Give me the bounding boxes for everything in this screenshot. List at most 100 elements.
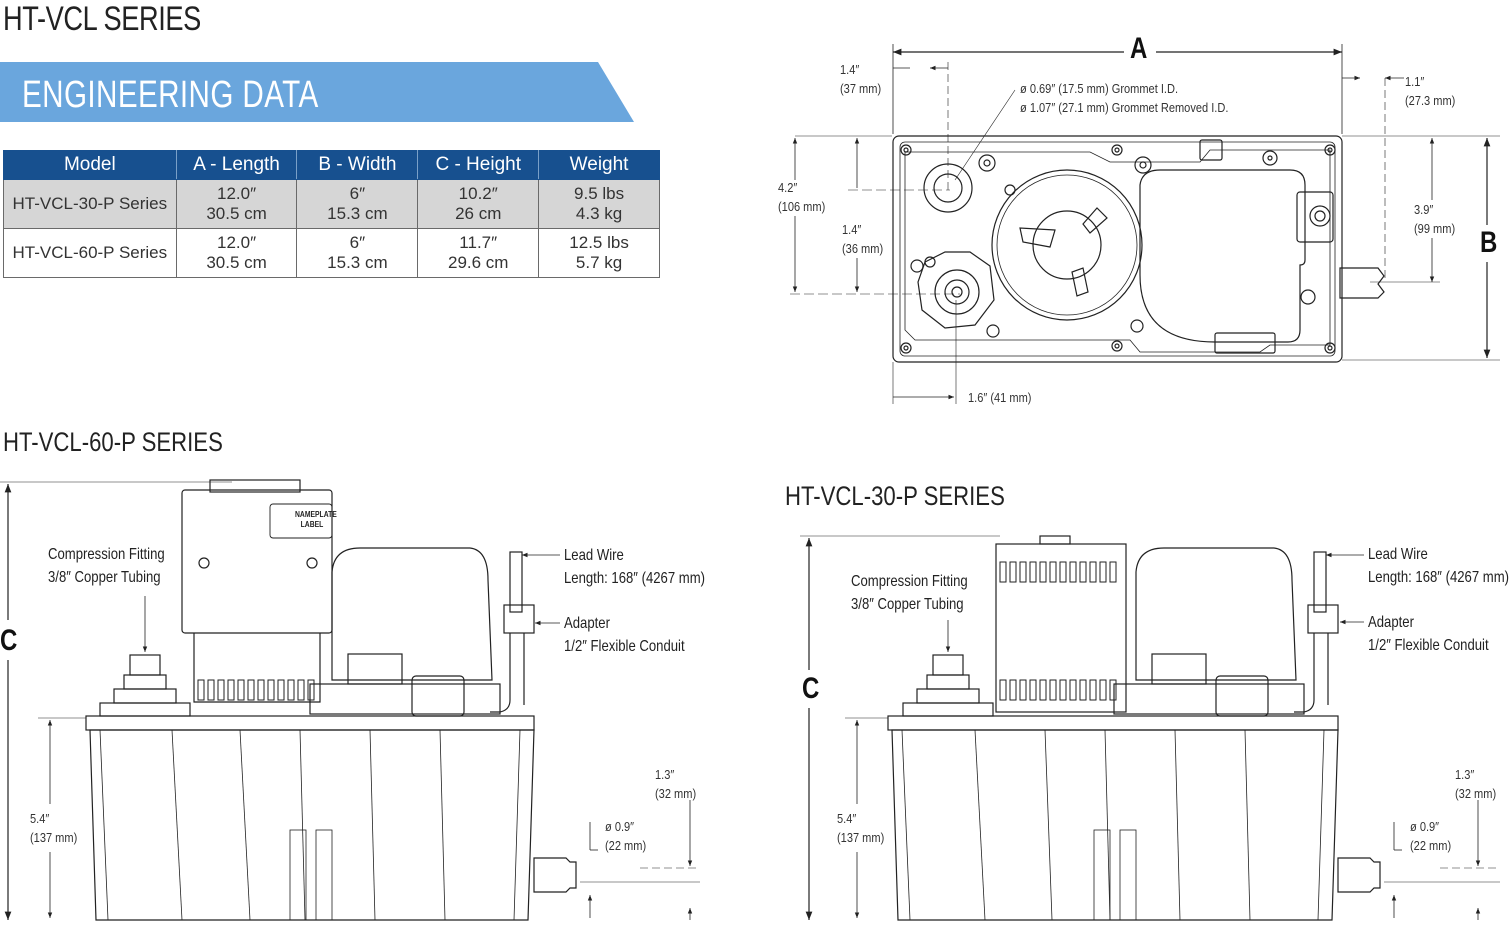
cell-width-in: 6″ bbox=[349, 233, 366, 252]
dim-mm: (22 mm) bbox=[605, 838, 647, 853]
cell-width-cm: 15.3 cm bbox=[327, 253, 388, 272]
dim-value: 1.1″ bbox=[1405, 74, 1425, 89]
cell-height: 11.7″29.6 cm bbox=[417, 228, 540, 278]
dim-mm: (32 mm) bbox=[1455, 786, 1497, 801]
cell-weight-kg: 5.7 kg bbox=[575, 253, 623, 272]
dim-1-3-30: 1.3″ (32 mm) bbox=[1455, 765, 1496, 803]
cell-weight-lbs: 12.5 lbs bbox=[569, 233, 629, 252]
dim-value: ø 0.9″ bbox=[605, 819, 635, 834]
banner-title: ENGINEERING DATA bbox=[22, 74, 319, 116]
cell-height-cm: 29.6 cm bbox=[447, 253, 509, 272]
callout-title: Lead Wire bbox=[564, 547, 624, 564]
dim-label-c-30: C bbox=[802, 672, 820, 705]
cell-length: 12.0″30.5 cm bbox=[175, 228, 298, 278]
callout-detail: 3/8″ Copper Tubing bbox=[851, 596, 964, 613]
grommet-label-1: ø 0.69″ (17.5 mm) Grommet I.D. bbox=[1020, 81, 1179, 96]
cell-length-in: 12.0″ bbox=[217, 184, 257, 203]
compression-fitting-label-60: Compression Fitting 3/8″ Copper Tubing bbox=[48, 543, 165, 589]
dim-value: 1.4″ bbox=[842, 222, 862, 237]
dim-mm: (37 mm) bbox=[840, 81, 882, 96]
dim-mm: (32 mm) bbox=[655, 786, 697, 801]
dim-4-2: 4.2″ (106 mm) bbox=[778, 178, 825, 216]
dim-mm: (36 mm) bbox=[842, 241, 884, 256]
dim-label-c-60: C bbox=[0, 624, 18, 657]
dim-value: 1.3″ bbox=[1455, 767, 1475, 782]
dim-0-9-60: ø 0.9″ (22 mm) bbox=[605, 817, 646, 855]
nameplate-text: NAMEPLATE bbox=[295, 510, 337, 519]
dim-value: 3.9″ bbox=[1414, 202, 1434, 217]
series-60-drawing bbox=[0, 479, 700, 921]
dim-value: ø 0.9″ bbox=[1410, 819, 1440, 834]
cell-height-in: 10.2″ bbox=[458, 184, 498, 203]
dim-label-a: A bbox=[1130, 32, 1148, 65]
dim-value: 4.2″ bbox=[778, 180, 798, 195]
table-header-row: Model A - Length B - Width C - Height We… bbox=[3, 150, 660, 180]
callout-detail: 3/8″ Copper Tubing bbox=[48, 569, 161, 586]
callout-title: Lead Wire bbox=[1368, 546, 1428, 563]
cell-width: 6″15.3 cm bbox=[296, 179, 419, 229]
cell-length: 12.0″30.5 cm bbox=[175, 179, 298, 229]
col-header-weight: Weight bbox=[538, 150, 660, 180]
dim-mm: (137 mm) bbox=[837, 830, 885, 845]
dim-mm: (106 mm) bbox=[778, 199, 826, 214]
callout-title: Compression Fitting bbox=[851, 573, 968, 590]
top-view-drawing bbox=[790, 44, 1500, 404]
callout-detail: 1/2″ Flexible Conduit bbox=[564, 638, 685, 655]
dim-1-4-top: 1.4″ (37 mm) bbox=[840, 60, 881, 98]
grommet-label-2: ø 1.07″ (27.1 mm) Grommet Removed I.D. bbox=[1020, 100, 1229, 115]
cell-model: HT-VCL-60-P Series bbox=[3, 228, 177, 278]
cell-width-in: 6″ bbox=[349, 184, 366, 203]
dim-1-1: 1.1″ (27.3 mm) bbox=[1405, 72, 1455, 110]
callout-title: Adapter bbox=[564, 615, 610, 632]
cell-length-cm: 30.5 cm bbox=[206, 204, 267, 223]
series-30-title: HT-VCL-30-P SERIES bbox=[785, 481, 1005, 511]
cell-height-cm: 26 cm bbox=[455, 204, 502, 223]
dim-value: 5.4″ bbox=[30, 811, 50, 826]
table-row: HT-VCL-60-P Series 12.0″30.5 cm 6″15.3 c… bbox=[3, 228, 660, 278]
dim-value: 1.4″ bbox=[840, 62, 860, 77]
dim-5-4-30: 5.4″ (137 mm) bbox=[837, 809, 884, 847]
col-header-width: B - Width bbox=[296, 150, 419, 180]
cell-height-in: 11.7″ bbox=[459, 233, 498, 252]
dim-value: 1.3″ bbox=[655, 767, 675, 782]
callout-detail: Length: 168″ (4267 mm) bbox=[564, 570, 706, 587]
col-header-height: C - Height bbox=[417, 150, 540, 180]
series-title: HT-VCL SERIES bbox=[3, 0, 201, 38]
dim-1-3-60: 1.3″ (32 mm) bbox=[655, 765, 696, 803]
dim-mm: (22 mm) bbox=[1410, 838, 1452, 853]
col-header-length: A - Length bbox=[175, 150, 298, 180]
cell-width-cm: 15.3 cm bbox=[327, 204, 388, 223]
compression-fitting-label-30: Compression Fitting 3/8″ Copper Tubing bbox=[851, 570, 968, 616]
cell-width: 6″15.3 cm bbox=[296, 228, 419, 278]
callout-detail: 1/2″ Flexible Conduit bbox=[1368, 637, 1489, 654]
dim-5-4-60: 5.4″ (137 mm) bbox=[30, 809, 77, 847]
dim-mm: (27.3 mm) bbox=[1405, 93, 1456, 108]
banner-shape bbox=[0, 62, 634, 122]
adapter-label-60: Adapter 1/2″ Flexible Conduit bbox=[564, 612, 685, 658]
dim-3-9: 3.9″ (99 mm) bbox=[1414, 200, 1455, 238]
engineering-data-table: Model A - Length B - Width C - Height We… bbox=[3, 150, 660, 278]
callout-detail: Length: 168″ (4267 mm) bbox=[1368, 569, 1509, 586]
cell-model: HT-VCL-30-P Series bbox=[3, 179, 177, 229]
dim-mm: (137 mm) bbox=[30, 830, 78, 845]
cell-weight-kg: 4.3 kg bbox=[575, 204, 623, 223]
adapter-label-30: Adapter 1/2″ Flexible Conduit bbox=[1368, 611, 1489, 657]
table-row: HT-VCL-30-P Series 12.0″30.5 cm 6″15.3 c… bbox=[3, 179, 660, 229]
series-60-title: HT-VCL-60-P SERIES bbox=[3, 427, 223, 457]
cell-weight-lbs: 9.5 lbs bbox=[574, 184, 625, 203]
dim-mm: (99 mm) bbox=[1414, 221, 1456, 236]
callout-title: Compression Fitting bbox=[48, 546, 165, 563]
dim-1-4-inner: 1.4″ (36 mm) bbox=[842, 220, 883, 258]
dim-1-6: 1.6″ (41 mm) bbox=[968, 390, 1032, 405]
callout-title: Adapter bbox=[1368, 614, 1414, 631]
dim-value: 5.4″ bbox=[837, 811, 857, 826]
cell-height: 10.2″26 cm bbox=[417, 179, 540, 229]
nameplate-text: LABEL bbox=[300, 520, 324, 529]
dim-label-b: B bbox=[1480, 226, 1498, 259]
